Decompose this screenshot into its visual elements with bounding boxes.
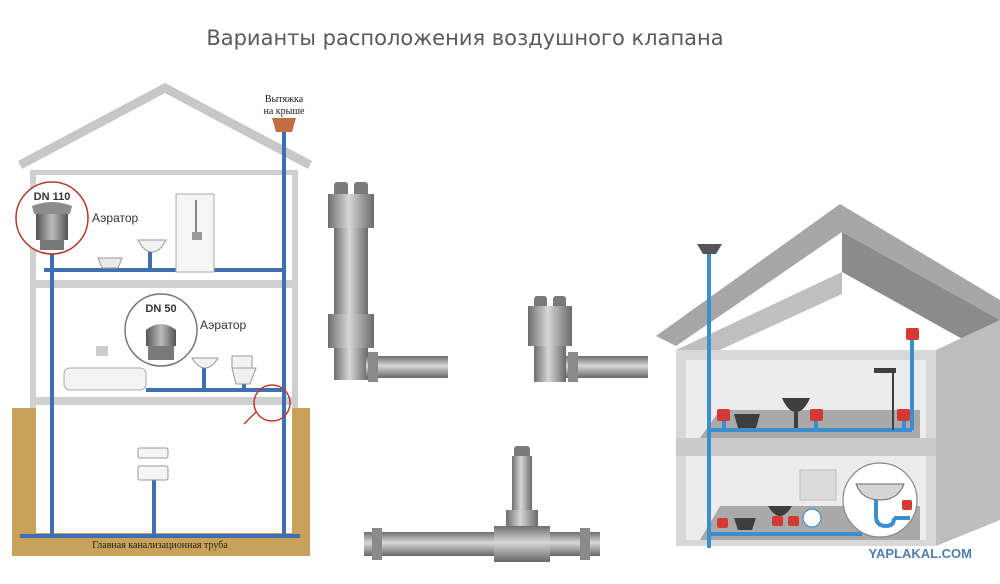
aerator-dn50-size-label: DN 50 [145, 303, 176, 315]
house3-toilet-upper [734, 414, 760, 428]
aerator-dn110-label: Аэратор [92, 211, 139, 225]
house3-pipes [707, 254, 914, 548]
house1-basement-sink [137, 447, 169, 459]
main-pipe-label: Главная канализационная труба [92, 540, 228, 551]
aerator-dn50-label: Аэратор [200, 318, 247, 332]
house1-bathtub [63, 367, 147, 391]
house1-floor-lower [30, 397, 298, 405]
joint-highlight-circle [253, 384, 291, 422]
house3-sink-upper [782, 398, 810, 412]
house3-shower-head [874, 368, 896, 373]
house1-toilet-lower [231, 355, 253, 369]
aerator-dn110-size-label: DN 110 [34, 191, 71, 203]
valve-on-horizontal-tee [364, 446, 600, 562]
house1-sink-upper [137, 239, 167, 253]
valve-on-short-branch [528, 296, 648, 382]
house1-left-wall [30, 170, 36, 555]
watermark: YAPLAKAL.COM [868, 546, 972, 561]
roof-vent-label-line1: Вытяжка [265, 94, 304, 105]
house1-roof [17, 82, 313, 169]
house3-roof [656, 204, 1000, 346]
house3-vent-cap [697, 244, 722, 254]
valve-on-vertical-riser [328, 182, 448, 382]
aerator-dn50-icon [146, 324, 176, 360]
house1-basement-washer [137, 465, 169, 481]
house1-floor-upper [30, 280, 298, 288]
page-title: Варианты расположения воздушного клапана [206, 26, 724, 50]
sink-trap-small-marker [802, 508, 822, 528]
house3-sink-lower [768, 506, 792, 516]
roof-vent-cap [272, 118, 296, 132]
house1-sink-lower [191, 357, 219, 369]
house-schematic-left [12, 82, 313, 556]
house1-wall-tap [96, 346, 108, 356]
house1-right-wall [292, 170, 298, 555]
house3-red-valves [717, 328, 919, 528]
house3-toilet-lower [734, 518, 756, 530]
aerator-dn110-icon [32, 202, 72, 250]
house1-toilet-upper [97, 257, 123, 269]
house1-pipes [20, 132, 300, 538]
house-3d-right [656, 204, 1000, 548]
roof-vent-label-line2: на крыше [263, 106, 305, 117]
sink-trap-icon [855, 483, 912, 529]
